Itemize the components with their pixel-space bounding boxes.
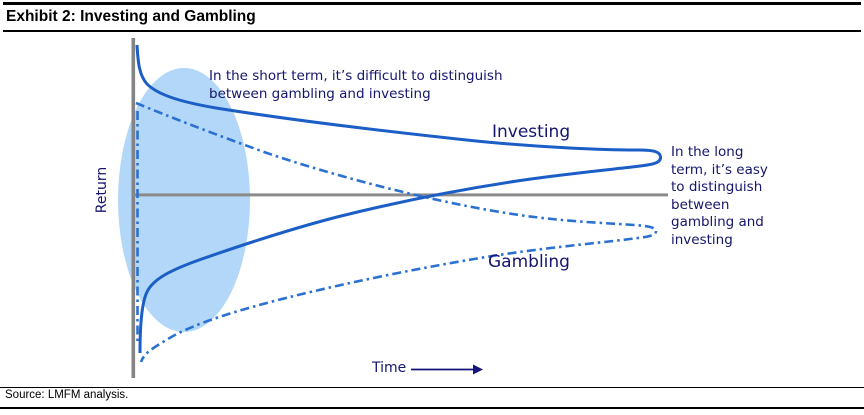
long-term-annotation-line4: between (671, 196, 730, 213)
zero-return-line (133, 193, 668, 197)
investing-curve (135, 44, 662, 354)
gambling-curve (135, 101, 658, 363)
x-axis-label: Time (372, 360, 407, 376)
short-term-annotation-line2: between gambling and investing (209, 85, 431, 102)
long-term-annotation-line1: In the long (671, 144, 744, 160)
long-term-annotation-line6: investing (671, 231, 733, 248)
long-term-annotation: In the long term, it’s easy to distingui… (671, 144, 768, 249)
title-underline-rule (3, 30, 861, 32)
top-rule (3, 2, 861, 5)
source-top-rule (0, 387, 864, 389)
long-term-annotation-line3: to distinguish (671, 179, 763, 195)
y-axis-label: Return (94, 166, 110, 214)
time-arrow-head-icon (473, 364, 483, 375)
bottom-rule (0, 407, 864, 409)
source-text: Source: LMFM analysis. (5, 389, 129, 401)
long-term-annotation-line5: gambling and (671, 214, 764, 230)
gambling-series-label: Gambling (488, 252, 570, 272)
investing-series-label: Investing (492, 122, 571, 142)
long-term-annotation-line2: term, it’s easy (671, 161, 768, 178)
exhibit-title: Exhibit 2: Investing and Gambling (6, 8, 256, 25)
short-term-annotation-line1: In the short term, it’s difficult to dis… (209, 68, 503, 84)
short-term-annotation: In the short term, it’s difficult to dis… (209, 68, 503, 103)
short-term-highlight-ellipse (118, 68, 250, 332)
y-axis-line (131, 38, 136, 378)
